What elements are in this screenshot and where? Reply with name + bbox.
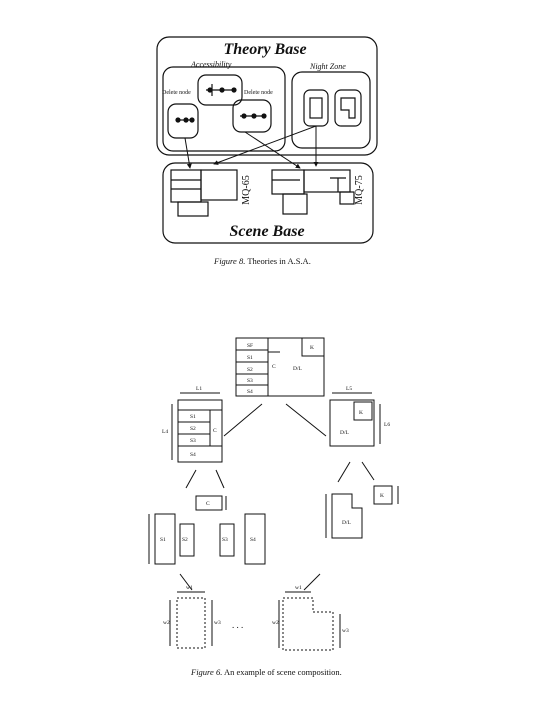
scene-base-title: Scene Base [229, 223, 304, 240]
theory-node-top [197, 74, 243, 106]
scene-base-frame [162, 162, 374, 244]
top-label-s2: S2 [247, 367, 253, 373]
part-s2 [179, 523, 195, 557]
top-label-s4: S4 [247, 389, 253, 395]
theory-base-title: Theory Base [223, 41, 306, 58]
figure-8-caption-label: Figure 8. [214, 256, 246, 266]
right-height-label: L6 [384, 422, 390, 428]
top-label-s1: S1 [247, 355, 253, 361]
arrow-night-to-mq-65 [213, 125, 317, 165]
accessibility-zone [162, 66, 286, 152]
figure-8-caption-text: Theories in A.S.A. [247, 256, 311, 266]
top-label-k: K [310, 345, 314, 351]
left-module [177, 399, 223, 463]
left-label-s3: S3 [190, 438, 196, 444]
right-width-label: L5 [346, 386, 352, 392]
dim-w1-left: w1 [186, 585, 193, 591]
floor-plan-mq-65 [170, 169, 238, 217]
part-s3 [219, 523, 235, 557]
arrow-right-to-mq-75 [244, 131, 301, 169]
dim-w3-left: w3 [214, 620, 221, 626]
night-zone-label: Night Zone [309, 62, 346, 71]
theory-node-right [232, 99, 272, 133]
part-label-s4: S4 [250, 537, 256, 543]
left-height-label: L4 [162, 429, 168, 435]
delete-node-left-label: Delete node [162, 90, 191, 96]
right-label-dl: D/L [340, 430, 350, 436]
model-mq-75-label: MQ-75 [354, 175, 365, 204]
top-label-s3: S3 [247, 378, 253, 384]
right-module-labels: L5 L6 D/L K [340, 386, 390, 436]
part-label-s3: S3 [222, 537, 228, 543]
theory-base-frame [156, 36, 378, 156]
left-label-c: C [213, 428, 217, 434]
right-module [329, 399, 375, 447]
part-label-c: C [206, 501, 210, 507]
part-s4 [244, 513, 266, 565]
right-dimension-sketch [282, 597, 334, 651]
dim-w2-left: w2 [163, 620, 170, 626]
accessibility-label: Accessibility [190, 60, 232, 69]
figure-8-caption: Figure 8. Theories in A.S.A. [214, 256, 311, 266]
dim-w1-right: w1 [295, 585, 302, 591]
part-label-s2: S2 [182, 537, 188, 543]
model-mq-65-label: MQ-65 [241, 175, 252, 204]
part-label-k: K [380, 493, 384, 499]
delete-node-right-label: Delete node [244, 90, 273, 96]
night-node-right [334, 89, 362, 127]
top-module-labels: SF S1 S2 S3 S4 C D/L K [247, 343, 314, 395]
figure-6-caption-label: Figure 6. [191, 667, 223, 677]
left-label-s1: S1 [190, 414, 196, 420]
part-c [195, 495, 223, 511]
part-s1 [154, 513, 176, 565]
floor-plan-mq-75 [271, 169, 355, 215]
left-dimension-sketch [176, 597, 206, 649]
ellipsis: . . . [232, 620, 243, 630]
left-label-s4: S4 [190, 452, 196, 458]
dimension-labels: w1 w2 w3 w1 w2 w3 [163, 585, 349, 634]
part-label-dl: D/L [342, 520, 352, 526]
figure-6-caption: Figure 6. An example of scene compositio… [191, 667, 342, 677]
top-module [235, 337, 325, 397]
part-dl [331, 493, 363, 539]
right-label-k: K [359, 410, 363, 416]
top-label-sf: SF [247, 343, 253, 349]
part-k [373, 485, 393, 505]
left-label-s2: S2 [190, 426, 196, 432]
top-label-c: C [272, 364, 276, 370]
night-zone [291, 71, 371, 149]
figure-6-caption-text: An example of scene composition. [223, 667, 342, 677]
part-labels: C S1 S2 S3 S4 D/L K [160, 493, 384, 543]
arrow-left-to-mq-65 [184, 137, 192, 169]
left-module-labels: L1 L4 S1 S2 S3 S4 C [162, 386, 217, 458]
theory-node-left [167, 103, 199, 139]
dim-w2-right: w2 [272, 620, 279, 626]
left-width-label: L1 [196, 386, 202, 392]
part-label-s1: S1 [160, 537, 166, 543]
dim-w3-right: w3 [342, 628, 349, 634]
top-label-dl: D/L [293, 366, 303, 372]
